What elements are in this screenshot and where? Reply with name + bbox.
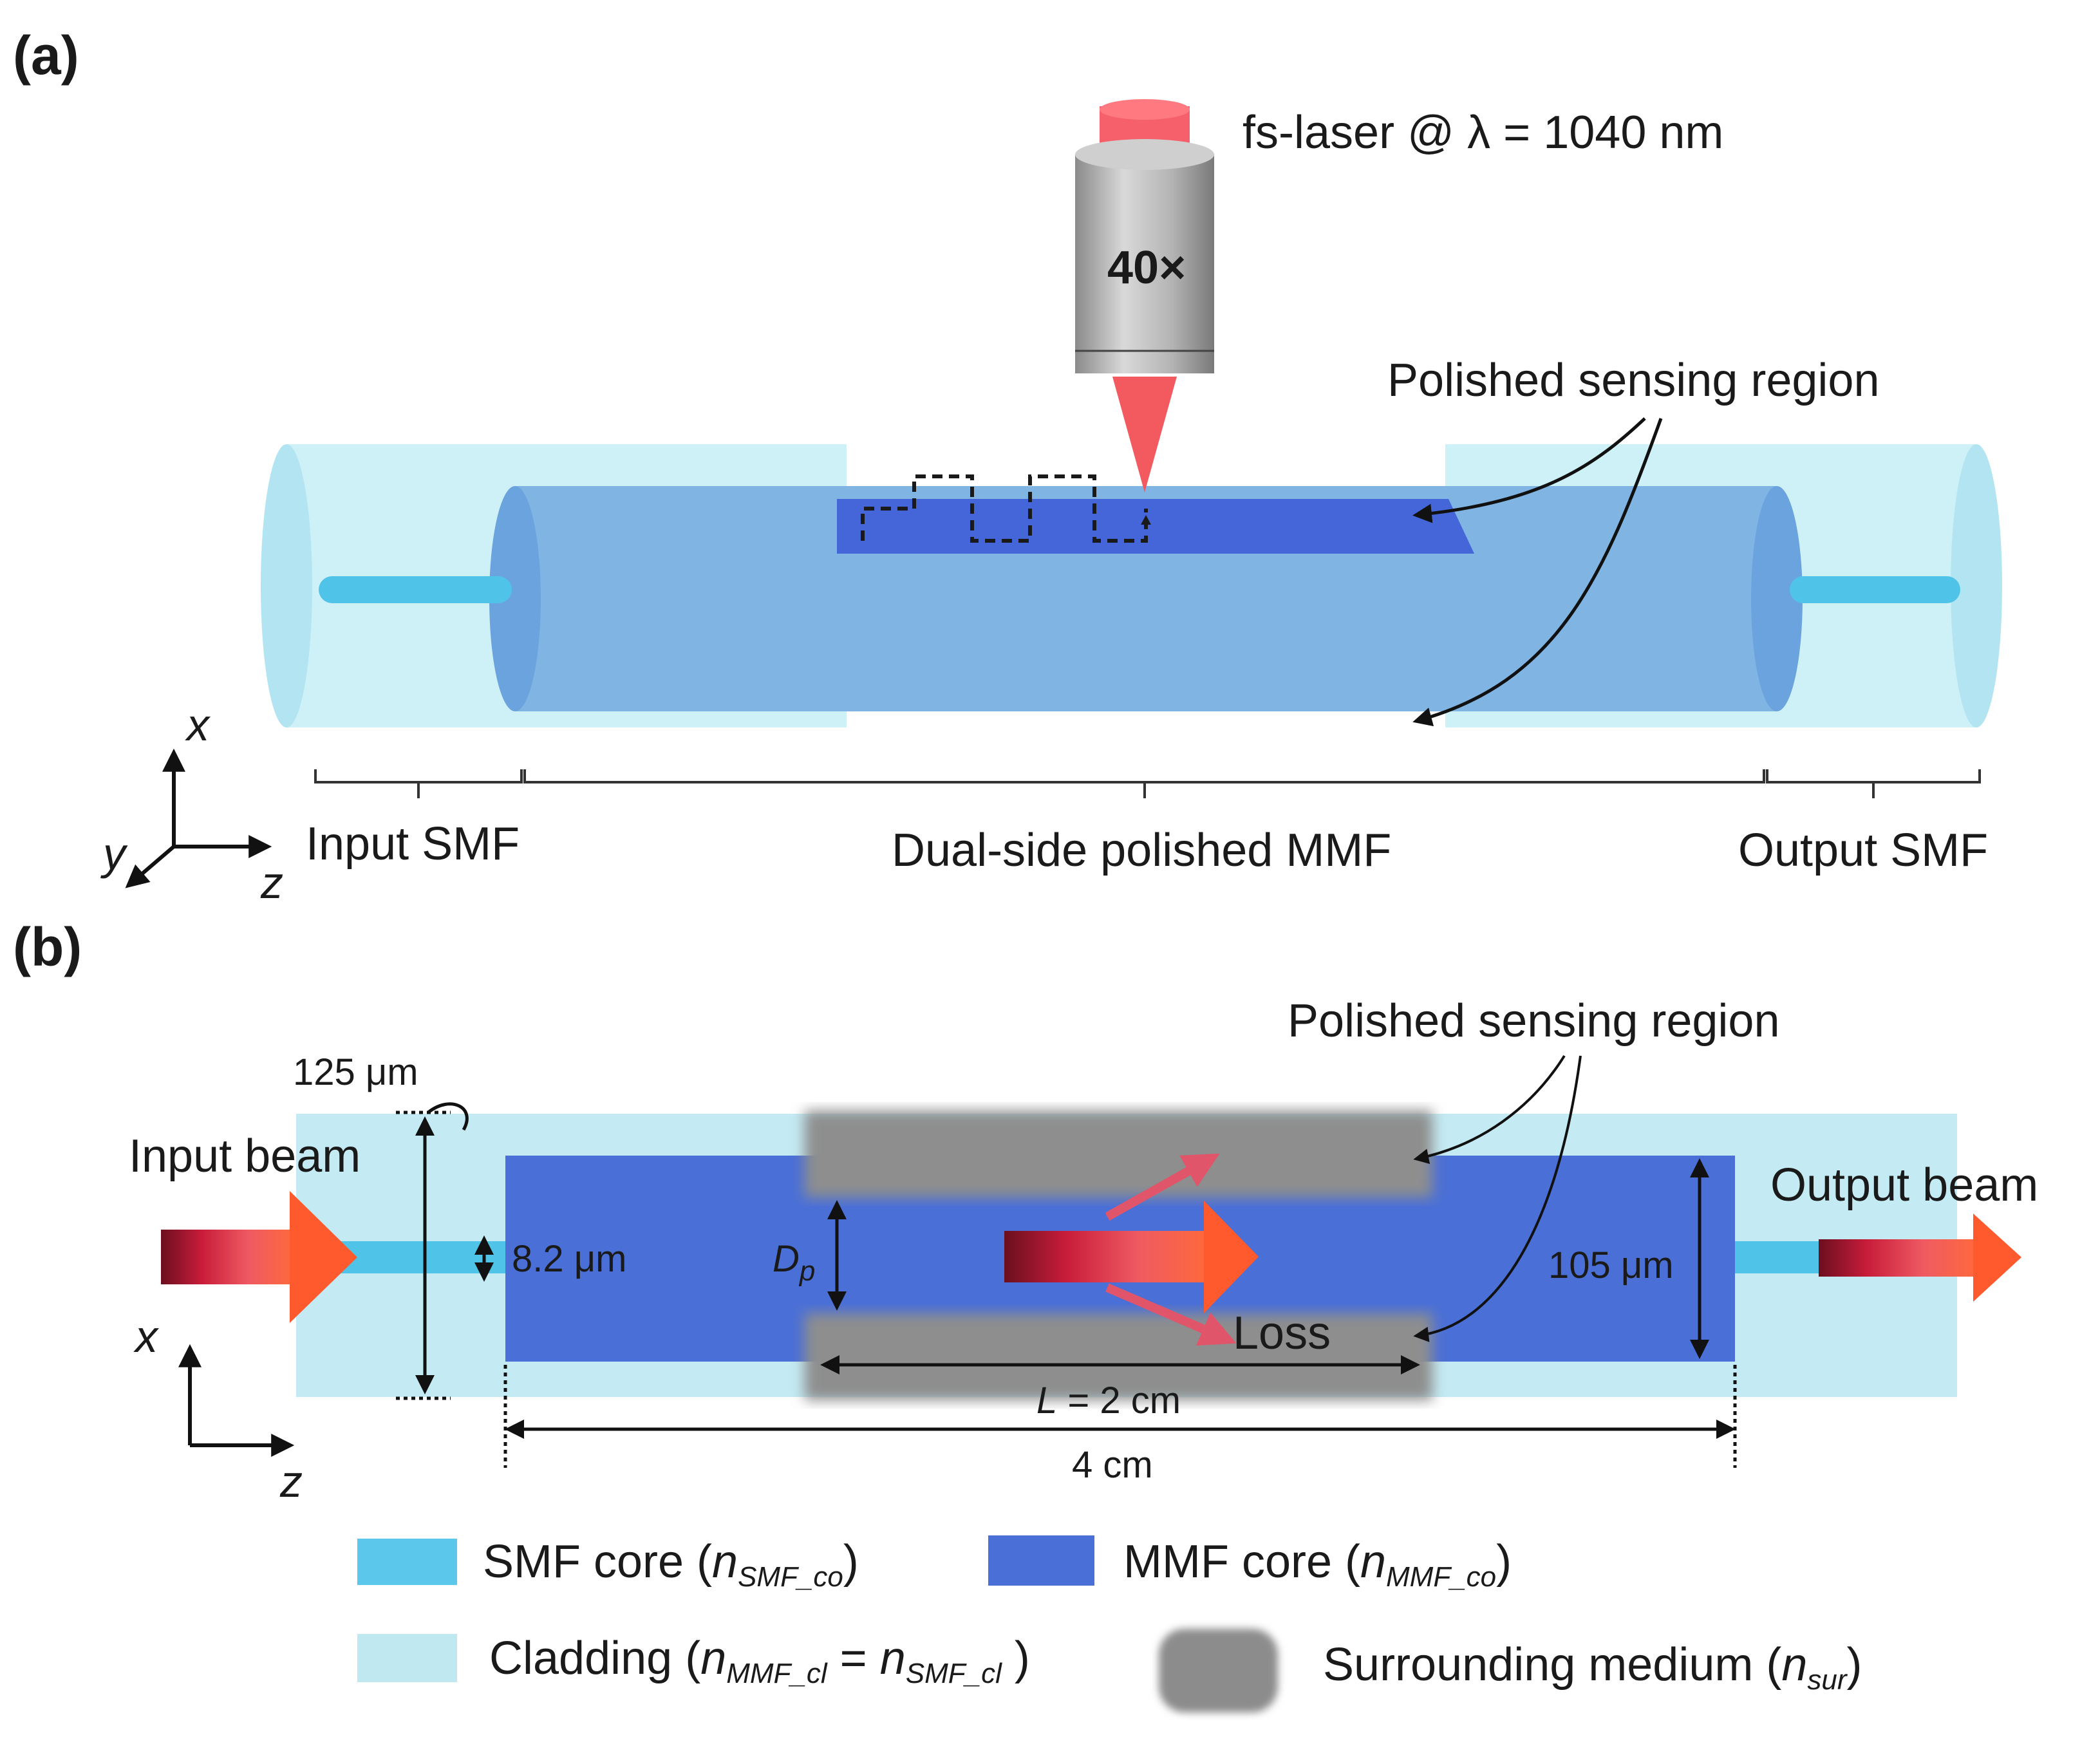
polish-depth-label: Dp [773,1238,815,1287]
axis-y-a: y [100,829,128,879]
axis-x-a: x [185,700,211,750]
annotation-arrow-b-bottom [1413,1055,1582,1342]
laser-write-path [861,474,1148,543]
dimension-lines [396,1102,1737,1468]
panel-b-label: (b) [13,917,82,977]
input-beam-label: Input beam [129,1130,361,1182]
annotation-arrow-bottom [1412,418,1663,727]
total-length-label: 4 cm [1072,1444,1153,1486]
legend [357,1535,1278,1712]
polished-region-top [837,499,1474,554]
write-path-arrow [1141,515,1151,525]
loss-arrow-up [1105,1153,1220,1221]
input-smf-endface [261,444,312,727]
section-dual-side-mmf: Dual-side polished MMF [892,825,1391,876]
legend-surrounding: Surrounding medium (nsur) [1323,1639,1862,1696]
legend-swatch-mmf-core [988,1535,1094,1586]
cladding-diameter-label: 125 μm [293,1051,418,1093]
laser-label: fs-laser @ λ = 1040 nm [1242,107,1723,158]
input-smf-core [319,576,512,603]
mmf-core-diameter-label: 105 μm [1548,1244,1674,1286]
legend-swatch-cladding [357,1634,457,1682]
smf-core-diameter-label: 8.2 μm [512,1238,626,1280]
surrounding-medium-top [805,1111,1432,1197]
annotation-arrow-b-top [1413,1055,1566,1164]
annotation-arrow-top [1412,417,1646,523]
section-output-smf: Output SMF [1738,825,1988,876]
axes-a [125,748,272,888]
objective-lens [1075,99,1214,492]
output-beam-arrow [1819,1214,2021,1302]
panel-a-label: (a) [13,25,79,86]
sensing-length-label: L = 2 cm [1036,1380,1181,1421]
legend-cladding: Cladding (nMMF_cl = nSMF_cl ) [489,1633,1030,1689]
sensing-region-label-a: Polished sensing region [1387,355,1880,406]
legend-swatch-surrounding [1159,1629,1278,1712]
mmf-core-right-face [1751,486,1803,711]
output-smf-endface [1951,444,2002,727]
axis-z-a: z [260,858,283,908]
objective-body [1075,155,1214,373]
objective-magnification: 40× [1107,242,1186,294]
output-beam-label: Output beam [1770,1159,2038,1211]
legend-swatch-smf-core [357,1539,457,1585]
axis-z-b: z [279,1456,303,1506]
mmf-core-left-face [489,486,541,711]
axes-b [178,1344,295,1457]
loss-arrow-down [1105,1283,1237,1346]
laser-beam-cone [1112,377,1177,492]
input-beam-arrow [161,1191,357,1323]
panel-a-fiber [261,444,2002,727]
core-beam-arrow [1004,1201,1259,1313]
loss-label: Loss [1233,1308,1331,1359]
output-smf-core [1790,576,1960,603]
section-input-smf: Input SMF [306,818,520,870]
sensing-region-label-b: Polished sensing region [1288,995,1780,1047]
legend-mmf-core: MMF core (nMMF_co) [1123,1536,1512,1593]
section-brackets [314,769,1981,798]
axis-x-b: x [133,1311,160,1362]
legend-smf-core: SMF core (nSMF_co) [483,1536,859,1593]
